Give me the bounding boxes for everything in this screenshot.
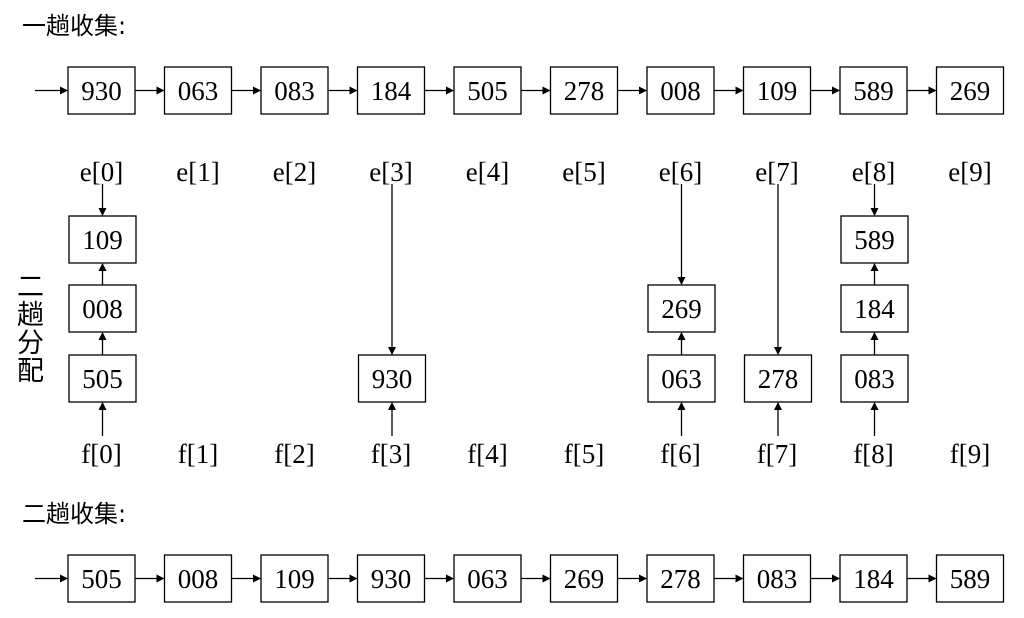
node-value: 063: [467, 564, 508, 594]
head-pointer-label: e[2]: [273, 157, 316, 187]
node-box: [453, 554, 522, 603]
node-box: [840, 354, 909, 403]
head-pointer-label: e[9]: [948, 157, 991, 187]
node-value: 505: [467, 76, 508, 106]
node-box: [646, 554, 715, 603]
node-value: 008: [82, 294, 123, 324]
node-value: 930: [81, 76, 122, 106]
second-distribute-title: 二 趟 分 配: [17, 274, 47, 386]
node-box: [646, 66, 715, 115]
head-pointer-label: e[1]: [176, 157, 219, 187]
node-box: [453, 66, 522, 115]
node-box: [742, 66, 812, 115]
node-box: [743, 354, 813, 403]
node-box: [935, 66, 1005, 115]
node-box: [839, 554, 908, 603]
node-value: 008: [660, 76, 701, 106]
title-char: 趟: [17, 300, 44, 331]
node-box: [647, 284, 716, 333]
node-value: 184: [853, 564, 894, 594]
node-box: [839, 66, 908, 115]
node-box: [935, 554, 1005, 603]
node-value: 589: [853, 76, 894, 106]
tail-pointer-label: f[8]: [853, 439, 893, 469]
node-box: [67, 66, 136, 115]
tail-pointer-label: f[0]: [81, 439, 121, 469]
node-box: [549, 66, 619, 115]
tail-pointer-label: f[2]: [274, 439, 314, 469]
node-value: 930: [372, 364, 413, 394]
node-value: 589: [950, 564, 991, 594]
title-char: 分: [17, 328, 44, 359]
node-box: [742, 554, 812, 603]
tail-pointer-label: f[3]: [371, 439, 411, 469]
tail-pointer-label: f[4]: [467, 439, 507, 469]
node-value: 269: [661, 294, 702, 324]
node-box: [68, 215, 137, 264]
node-value: 083: [757, 564, 798, 594]
tail-pointer-label: f[7]: [757, 439, 797, 469]
head-pointer-label: e[4]: [466, 157, 509, 187]
node-value: 083: [854, 364, 895, 394]
node-box: [163, 66, 233, 115]
tail-pointer-label: f[1]: [178, 439, 218, 469]
head-pointer-label: e[6]: [659, 157, 702, 187]
node-value: 278: [564, 76, 605, 106]
tail-pointer-label: f[5]: [564, 439, 604, 469]
node-value: 063: [178, 76, 219, 106]
node-box: [260, 66, 329, 115]
node-value: 269: [564, 564, 605, 594]
node-box: [647, 354, 716, 403]
head-pointer-label: e[7]: [755, 157, 798, 187]
node-value: 184: [854, 294, 895, 324]
node-box: [549, 554, 619, 603]
node-value: 269: [950, 76, 991, 106]
node-value: 930: [371, 564, 412, 594]
tail-pointer-label: f[9]: [950, 439, 990, 469]
node-box: [163, 554, 233, 603]
node-value: 109: [274, 564, 315, 594]
node-box: [356, 66, 426, 115]
node-box: [260, 554, 329, 603]
node-box: [67, 554, 136, 603]
node-value: 505: [81, 564, 122, 594]
node-value: 278: [758, 364, 799, 394]
head-pointer-label: e[5]: [562, 157, 605, 187]
node-value: 083: [274, 76, 315, 106]
first-collect-title: 一趟收集:: [22, 12, 127, 40]
node-value: 109: [82, 225, 123, 255]
node-box: [68, 284, 137, 333]
node-value: 589: [854, 225, 895, 255]
node-value: 008: [178, 564, 219, 594]
head-pointer-label: e[8]: [852, 157, 895, 187]
head-pointer-label: e[3]: [369, 157, 412, 187]
title-char: 二: [17, 272, 44, 303]
node-value: 109: [757, 76, 798, 106]
tail-pointer-label: f[6]: [660, 439, 700, 469]
head-pointer-label: e[0]: [80, 157, 123, 187]
second-collect-title: 二趟收集:: [22, 500, 127, 528]
node-value: 063: [661, 364, 702, 394]
node-value: 505: [82, 364, 123, 394]
node-box: [840, 215, 909, 264]
node-value: 278: [660, 564, 701, 594]
node-value: 184: [371, 76, 412, 106]
title-char: 配: [17, 356, 44, 387]
